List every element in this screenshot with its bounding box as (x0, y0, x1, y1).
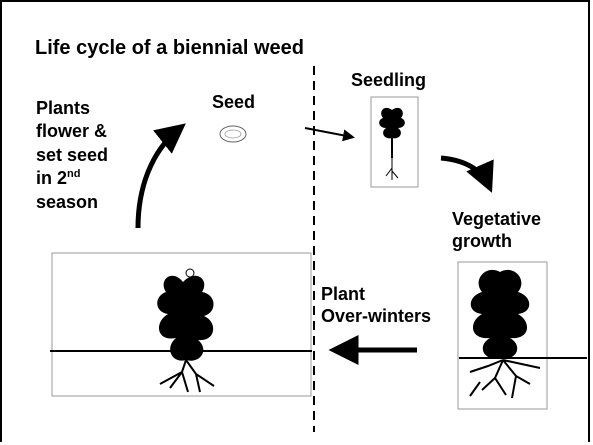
seed-icon (220, 126, 246, 142)
arrow-flower-to-seed (138, 128, 180, 228)
vegetative-plant-image (458, 262, 587, 409)
seedling-image (371, 97, 418, 187)
arrow-seed-to-seedling (305, 128, 352, 137)
arrow-seedling-to-vegetative (441, 158, 489, 186)
flowering-plant-image (50, 253, 312, 396)
